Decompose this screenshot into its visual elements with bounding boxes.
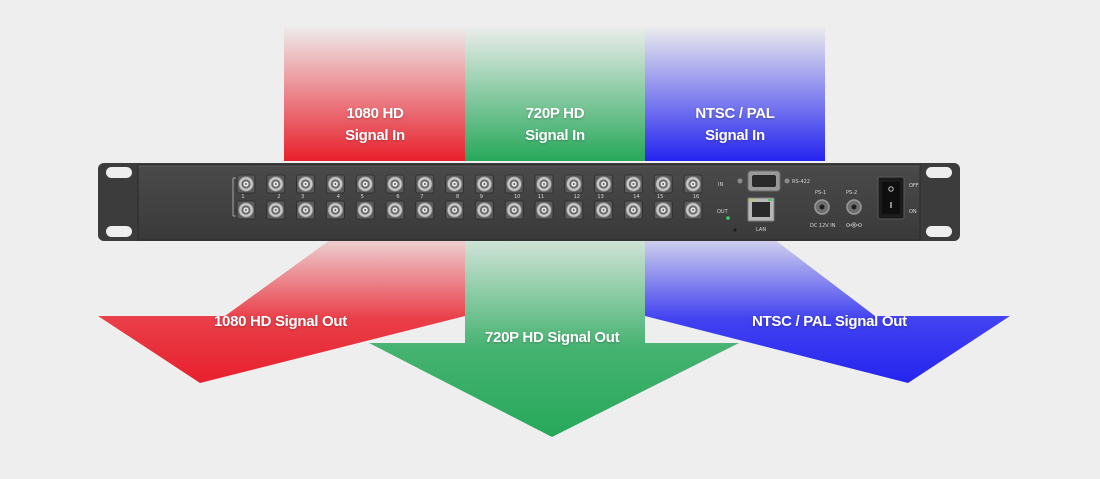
input-label-line: Signal In (525, 127, 585, 144)
input-label-ntsc-pal: NTSC / PAL Signal In (645, 103, 825, 147)
mount-hole (926, 226, 952, 237)
bnc-in-connector (445, 174, 465, 194)
input-label-line: 720P HD (525, 105, 585, 122)
port-number-label: 15 (657, 194, 663, 200)
output-arrow-ntsc-pal (645, 240, 1010, 383)
lan-socket (752, 202, 770, 217)
bnc-out-connector (355, 200, 375, 220)
port-number-label: 4 (337, 194, 340, 200)
bnc-out-connector (266, 200, 286, 220)
bnc-in-connector (325, 174, 345, 194)
bnc-out-connector (564, 200, 584, 220)
output-label-720p: 720P HD Signal Out (485, 329, 620, 346)
bnc-in-connector (564, 174, 584, 194)
dc-in-label: DC 12V IN (810, 223, 836, 229)
bnc-out-connector (504, 200, 524, 220)
bnc-out-connector (236, 200, 256, 220)
screw (784, 178, 790, 184)
bnc-in-connector (653, 174, 673, 194)
input-label-720p: 720P HD Signal In (465, 103, 645, 147)
port-number-label: 5 (361, 194, 364, 200)
port-number-label: 12 (574, 194, 580, 200)
switch-off-mark-icon (888, 186, 894, 192)
port-number-label: 8 (456, 194, 459, 200)
bnc-in-connector (415, 174, 435, 194)
lan-led (750, 199, 754, 201)
port-number-label: 10 (514, 194, 520, 200)
port-number-label: 6 (396, 194, 399, 200)
bnc-in-connector (624, 174, 643, 194)
port-number-label: 2 (277, 194, 280, 200)
switch-on-label: ON (909, 209, 917, 215)
bnc-out-connector (594, 200, 613, 220)
reset-pinhole (733, 228, 737, 232)
output-label-1080hd: 1080 HD Signal Out (214, 313, 347, 330)
lan-label: LAN (756, 227, 766, 233)
rs422-label: RS-422 (792, 179, 810, 185)
input-beam-ntsc-pal (645, 25, 825, 161)
bnc-out-connector (624, 200, 643, 220)
bnc-in-connector (266, 174, 286, 194)
port-number-label: 14 (633, 194, 639, 200)
port-number-label: 13 (597, 194, 603, 200)
port-number-label: 9 (480, 194, 483, 200)
row-in-label: IN (718, 182, 723, 188)
bnc-out-connector (415, 200, 435, 220)
port-number-label: 7 (420, 194, 423, 200)
rs422-socket (752, 175, 776, 187)
bnc-out-connector (474, 200, 494, 220)
output-arrow-1080hd (98, 240, 465, 383)
mount-hole (106, 226, 132, 237)
port-number-label: 16 (693, 194, 699, 200)
bnc-in-connector (504, 174, 524, 194)
power-switch-rocker (882, 182, 900, 214)
input-beam-720p (465, 25, 645, 161)
bnc-out-connector (653, 200, 673, 220)
port-number-label: 3 (301, 194, 304, 200)
input-label-line: NTSC / PAL (695, 105, 775, 122)
bnc-in-connector (296, 174, 316, 194)
mount-hole (106, 167, 132, 178)
bnc-out-connector (385, 200, 405, 220)
bnc-out-connector (683, 200, 703, 220)
port-number-label: 1 (241, 194, 244, 200)
bnc-out-connector (534, 200, 554, 220)
mount-hole (926, 167, 952, 178)
ps1-label: PS-1 (815, 190, 826, 196)
input-label-line: Signal In (345, 127, 405, 144)
bnc-in-connector (683, 174, 703, 194)
bnc-out-connector (445, 200, 465, 220)
bnc-in-connector (385, 174, 405, 194)
ps2-label: PS-2 (846, 190, 857, 196)
bnc-in-connector (474, 174, 494, 194)
bnc-in-connector (534, 174, 554, 194)
ps2-jack-pin (851, 204, 857, 210)
switch-off-label: OFF (909, 183, 919, 189)
input-label-line: 1080 HD (346, 105, 404, 122)
screw (737, 178, 743, 184)
input-beam-1080hd (284, 25, 465, 161)
row-bracket (232, 177, 236, 217)
bnc-in-connector (594, 174, 613, 194)
ps1-jack-pin (819, 204, 825, 210)
bnc-out-connector (325, 200, 345, 220)
bnc-in-connector (355, 174, 375, 194)
input-label-1080hd: 1080 HD Signal In (285, 103, 465, 147)
row-out-label: OUT (717, 209, 729, 215)
bnc-out-connector (296, 200, 316, 220)
bnc-in-connector (236, 174, 256, 194)
output-arrow-720p (369, 240, 739, 437)
bnc-connectors (232, 174, 703, 220)
output-label-ntsc-pal: NTSC / PAL Signal Out (752, 313, 907, 330)
polarity-icon (846, 222, 862, 228)
port-number-label: 11 (538, 194, 544, 200)
input-label-line: Signal In (705, 127, 765, 144)
lan-led (768, 199, 772, 201)
status-led (726, 216, 730, 220)
